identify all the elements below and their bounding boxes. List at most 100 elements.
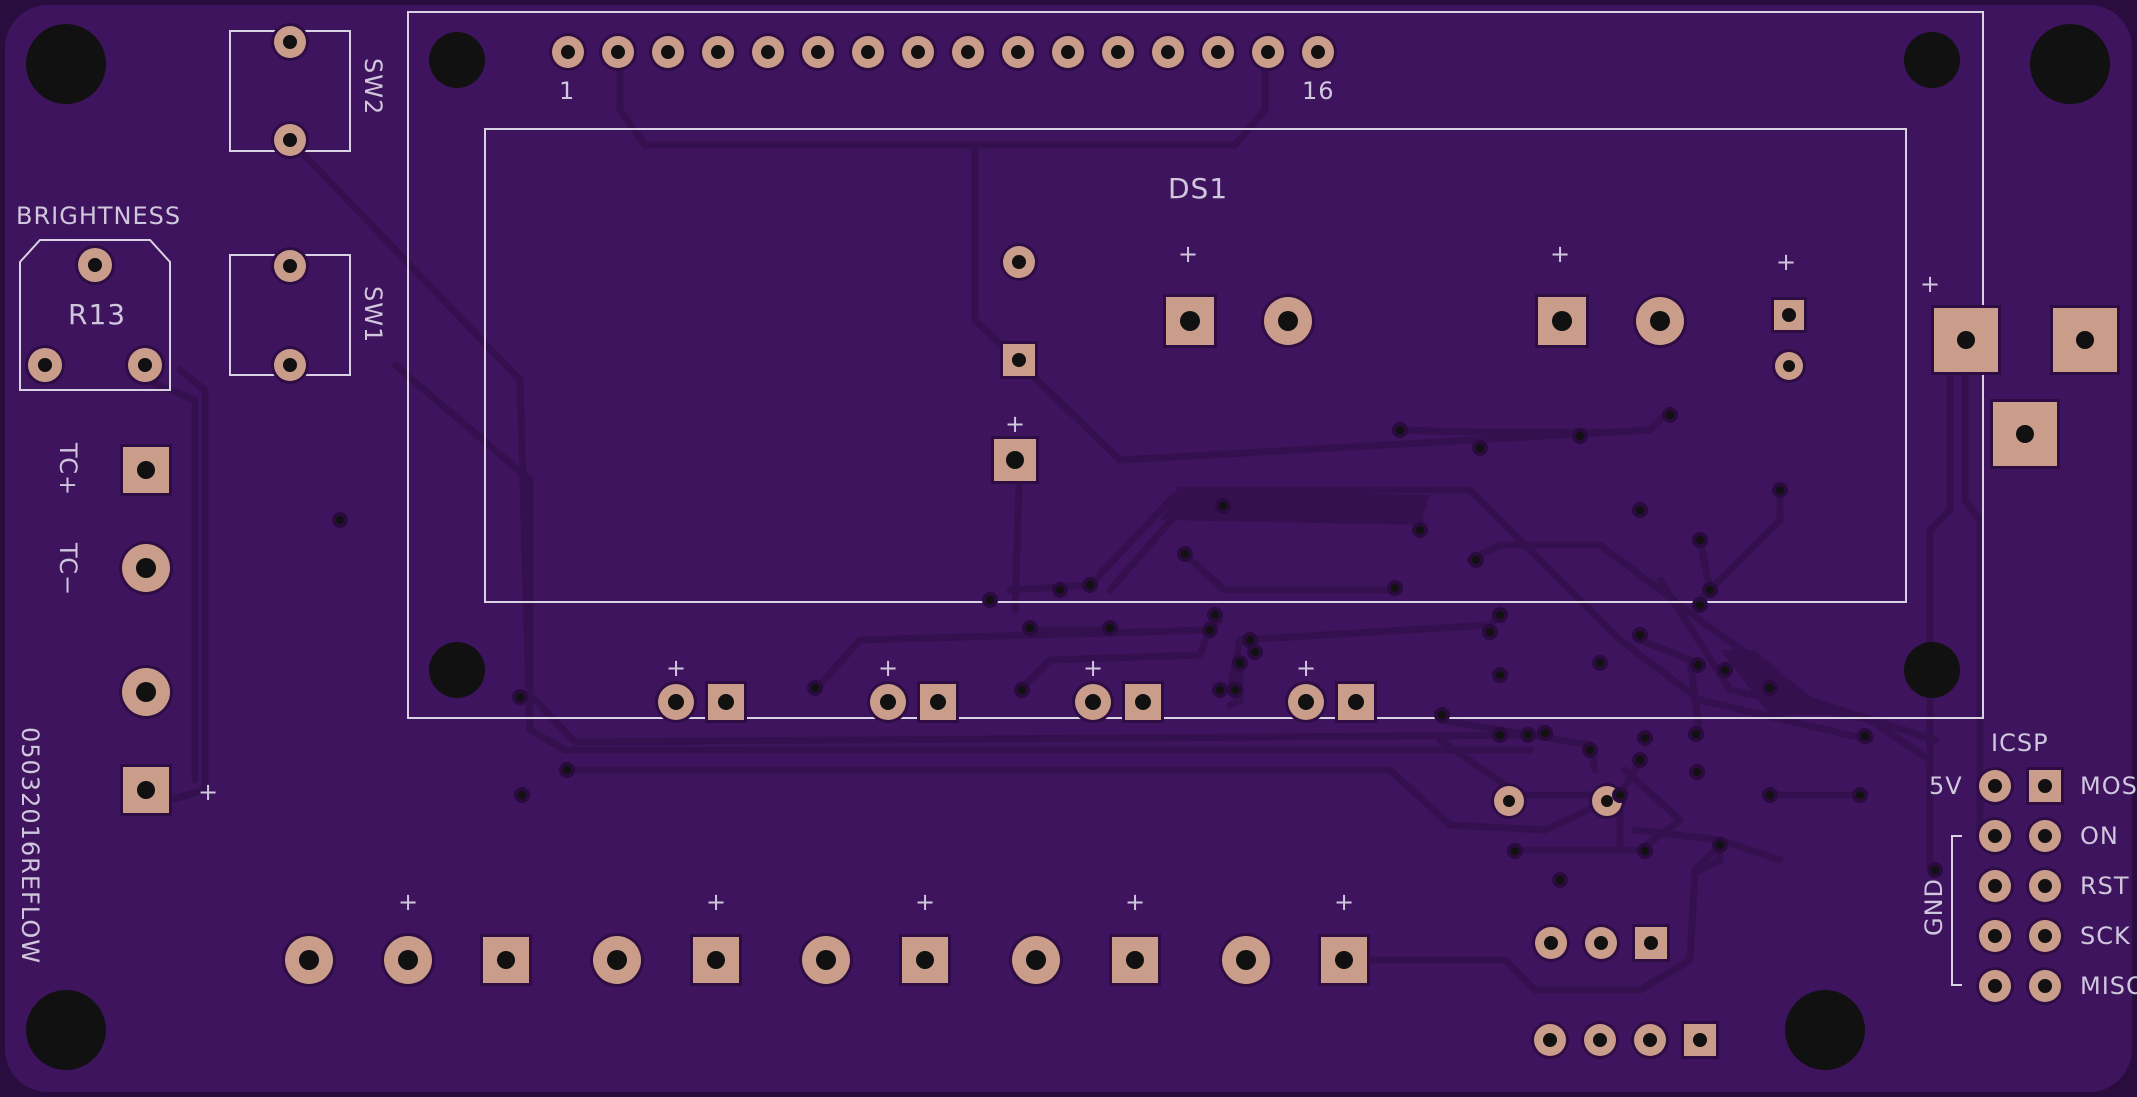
polarity-plus-mark: + (666, 654, 686, 682)
capacitor-pad (1771, 297, 1807, 333)
via (1592, 655, 1608, 671)
terminal-pad (1318, 934, 1370, 986)
regulator-pin (1532, 924, 1570, 962)
terminal-pad (690, 934, 742, 986)
sw1-pin (271, 247, 309, 285)
terminal-pad (899, 934, 951, 986)
via (1662, 407, 1678, 423)
polarity-plus-mark: + (1125, 888, 1145, 916)
via (1177, 546, 1193, 562)
via (1537, 725, 1553, 741)
via (559, 762, 575, 778)
mounting-holes (26, 24, 2110, 1070)
via (1702, 582, 1718, 598)
via (1227, 682, 1243, 698)
terminal-pad (1009, 933, 1063, 987)
display-mount-hole (1904, 642, 1960, 698)
icsp-gnd-label: GND (1920, 878, 1948, 936)
tc-plus-pad (120, 444, 172, 496)
icsp-pin (1976, 867, 2014, 905)
via (982, 592, 998, 608)
icsp-pin (1976, 967, 2014, 1005)
via (1232, 655, 1248, 671)
capacitor-pad (1122, 681, 1164, 723)
icsp-sck-label: SCK (2080, 922, 2131, 950)
via (1762, 680, 1778, 696)
terminal-pad (590, 933, 644, 987)
capacitor-pad (1285, 681, 1327, 723)
display-header-pin (1299, 33, 1337, 71)
icsp-gnd-bracket (1951, 835, 1962, 986)
sw1-pin (271, 346, 309, 384)
display-header-pin (1099, 33, 1137, 71)
via (1582, 742, 1598, 758)
via (807, 680, 823, 696)
via (1692, 597, 1708, 613)
regulator-pin (1582, 924, 1620, 962)
ds1-label: DS1 (1168, 172, 1228, 205)
icsp-on-label: ON (2080, 822, 2119, 850)
capacitor-pad (1163, 294, 1217, 348)
tc-minus-label: TC− (54, 542, 82, 596)
via (1762, 787, 1778, 803)
mount-hole (26, 24, 106, 104)
via (1482, 624, 1498, 640)
icsp-5v-label: 5V (1929, 772, 1963, 800)
icsp-pin (1976, 767, 2014, 805)
polarity-plus-mark: + (1296, 654, 1316, 682)
via (1102, 620, 1118, 636)
display-header-pin (1249, 33, 1287, 71)
via (1857, 728, 1873, 744)
header-pin (1631, 1021, 1669, 1059)
terminal-pad (480, 934, 532, 986)
display-header-pin (849, 33, 887, 71)
capacitor-pad (991, 436, 1039, 484)
via (1212, 682, 1228, 698)
icsp-miso-label: MISO (2080, 972, 2137, 1000)
capacitor-pad (1633, 294, 1687, 348)
polarity-plus-mark: + (915, 888, 935, 916)
component-pin (1000, 243, 1038, 281)
display-viewport-outline (484, 128, 1907, 603)
via (1014, 682, 1030, 698)
polarity-plus-mark: + (1550, 240, 1570, 268)
pin16-label: 16 (1302, 77, 1335, 105)
power-pad (1990, 399, 2060, 469)
pot-wiper-pin (75, 245, 115, 285)
terminal-pad (1219, 933, 1273, 987)
capacitor-pad (1335, 681, 1377, 723)
header-pin (1531, 1021, 1569, 1059)
via (1202, 622, 1218, 638)
display-header-pin (599, 33, 637, 71)
capacitor-pad (917, 681, 959, 723)
via (1637, 843, 1653, 859)
polarity-plus-mark: + (878, 654, 898, 682)
via (1692, 532, 1708, 548)
via (1612, 787, 1628, 803)
display-header-pin (1199, 33, 1237, 71)
display-header-pin (749, 33, 787, 71)
vias (332, 407, 1943, 888)
via (1082, 577, 1098, 593)
display-header-pin (549, 33, 587, 71)
terminal-pad (1109, 934, 1161, 986)
via (1472, 440, 1488, 456)
display-header-pin (899, 33, 937, 71)
brightness-label: BRIGHTNESS (16, 202, 181, 230)
power-pad (1931, 305, 2001, 375)
via (1927, 862, 1943, 878)
display-header-pin (999, 33, 1037, 71)
power-pad (2050, 305, 2120, 375)
icsp-rst-label: RST (2080, 872, 2130, 900)
sw1-label: SW1 (359, 286, 387, 343)
icsp-mosi-label: MOSI (2080, 772, 2137, 800)
via (1507, 843, 1523, 859)
capacitor-pad (867, 681, 909, 723)
display-mount-hole (429, 642, 485, 698)
display-header-pin (1049, 33, 1087, 71)
via (332, 512, 348, 528)
via (1247, 644, 1263, 660)
via (1717, 662, 1733, 678)
